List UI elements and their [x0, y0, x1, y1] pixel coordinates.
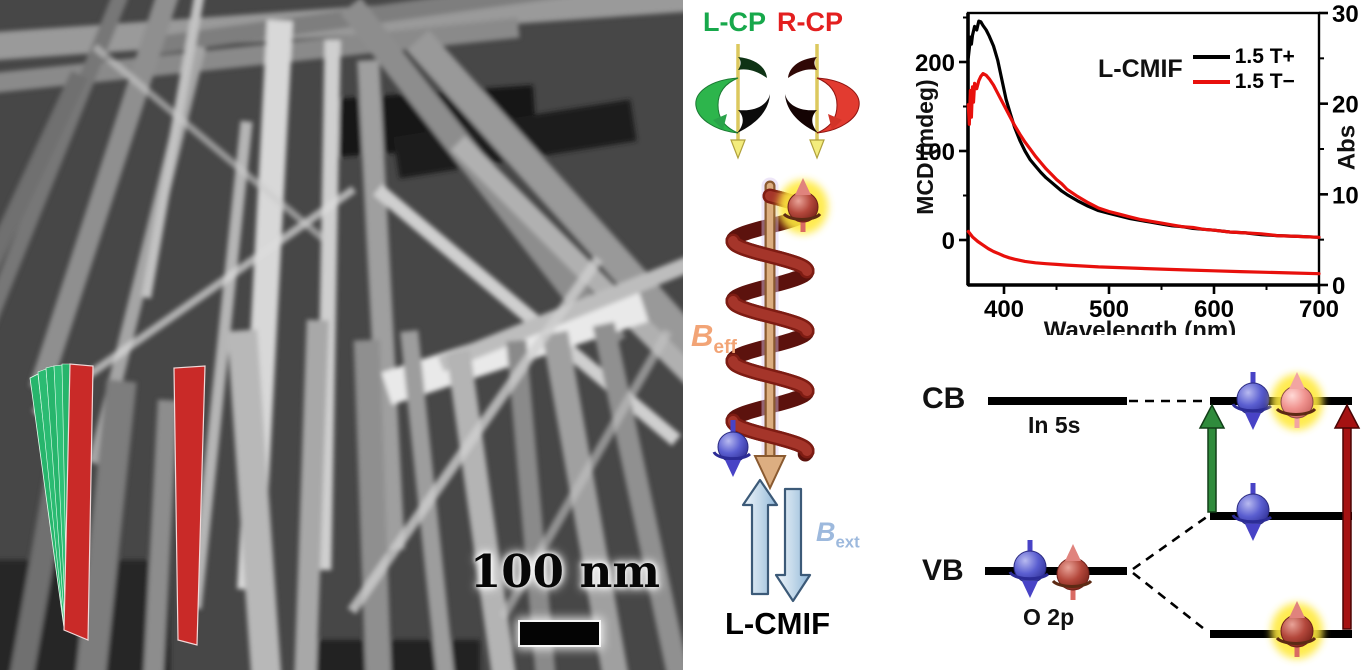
- y-left-tick-label: 0: [942, 228, 955, 255]
- sem-nanowire-image: [0, 0, 770, 670]
- legend-entry-label: 1.5 T−: [1234, 69, 1295, 93]
- y-right-tick-label: 30: [1332, 1, 1359, 28]
- helix-strand: [728, 416, 812, 456]
- sample-name-label: L-CMIF: [725, 606, 831, 641]
- lcp-wave-icon: [695, 44, 770, 160]
- rcp-label: R-CP: [777, 7, 843, 37]
- series-1.5 T−: [966, 72, 1321, 239]
- beff-label: Beff: [691, 318, 737, 359]
- beff-arrowhead: [753, 455, 787, 491]
- vb-split-dash-down: [1132, 571, 1209, 634]
- cb-spin-up-hole-glow: [1271, 372, 1323, 430]
- schematic-panel: L-CP R-CP Beff Bext L-CMIF: [683, 0, 905, 670]
- helix-strand: [728, 356, 812, 396]
- vb-upper-split-bar: [1210, 512, 1352, 520]
- bext-up-arrow: [741, 478, 779, 596]
- y-left-tick-label: 100: [915, 139, 955, 166]
- cb-orbital-label: In 5s: [1028, 412, 1081, 438]
- cb-label: CB: [922, 382, 966, 415]
- legend: L-CMIF 1.5 T+1.5 T−: [1098, 44, 1295, 94]
- vb-spin-up-electron: [1053, 544, 1091, 600]
- split-spin-down-electron: [1233, 483, 1271, 541]
- x-tick-label: 500: [1089, 296, 1129, 323]
- vb-orbital-label: O 2p: [1023, 604, 1075, 630]
- legend-line-swatch: [1192, 54, 1230, 59]
- vb-level-bar: [985, 567, 1127, 575]
- straight-blade-overlay: [173, 365, 206, 646]
- electron-up-glow-icon: [778, 178, 828, 234]
- energy-diagram-panel: CB In 5s VB O 2p: [905, 335, 1370, 670]
- legend-entries: 1.5 T+1.5 T−: [1192, 44, 1295, 94]
- y-right-tick-label: 0: [1332, 273, 1345, 300]
- x-tick-label: 400: [984, 296, 1024, 323]
- green-transition-arrow: [1198, 403, 1226, 513]
- chiral-fan-overlay: [29, 363, 94, 641]
- bext-label: Bext: [816, 517, 860, 552]
- helix-strand: [728, 296, 812, 336]
- y-axis-left-title: MCD (mdeg): [911, 79, 938, 215]
- cb-level-bar: [988, 397, 1127, 405]
- y-right-tick-label: 20: [1332, 92, 1359, 119]
- legend-entry-label: 1.5 T+: [1234, 44, 1295, 68]
- series-Abs: [966, 229, 1321, 276]
- legend-line-swatch: [1192, 79, 1230, 84]
- lcp-label: L-CP: [703, 7, 766, 37]
- vb-label: VB: [922, 554, 964, 587]
- helix-strand: [728, 236, 812, 276]
- y-left-tick-label: 200: [915, 50, 955, 77]
- x-tick-label: 700: [1299, 296, 1339, 323]
- cp-helix-schematic: [695, 44, 860, 603]
- y-right-tick-label: 10: [1332, 182, 1359, 209]
- scale-label: 100 nm: [470, 545, 660, 598]
- vb-split-dash-up: [1132, 514, 1209, 571]
- split-spin-up-glow: [1271, 601, 1323, 659]
- sem-image-panel: 100 nm: [0, 0, 770, 670]
- y-axis-right-title: Abs: [1333, 124, 1361, 171]
- legend-entry: 1.5 T+: [1192, 44, 1295, 69]
- rcp-wave-icon: [785, 44, 860, 160]
- vb-spin-down-electron: [1010, 540, 1048, 598]
- legend-title: L-CMIF: [1098, 54, 1183, 83]
- x-tick-label: 600: [1194, 296, 1234, 323]
- legend-entry: 1.5 T−: [1192, 69, 1295, 94]
- scale-bar: [520, 622, 599, 645]
- darkred-transition-arrow: [1333, 403, 1361, 630]
- cb-spin-down-electron: [1233, 372, 1271, 430]
- band-diagram: [985, 335, 1361, 670]
- bext-down-arrow: [774, 487, 812, 603]
